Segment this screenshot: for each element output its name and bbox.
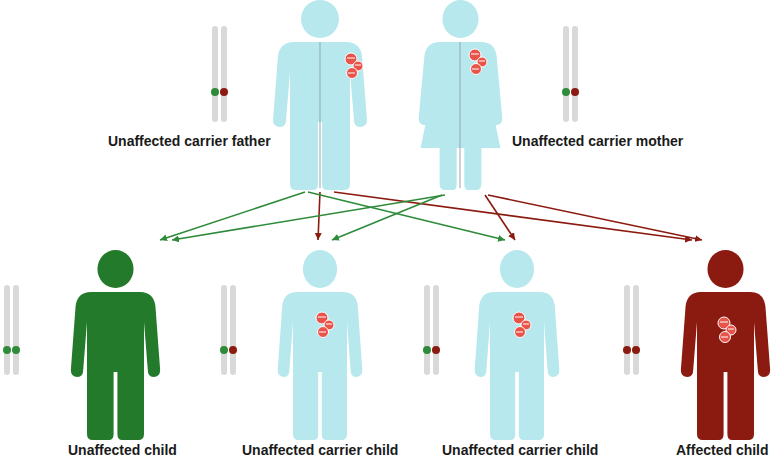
person-label: Unaffected carrier child [442,442,598,459]
person-node: Affected child [670,240,774,461]
chromosome-pair [562,26,579,122]
father-figure [273,0,367,190]
inheritance-arrow [488,195,702,240]
organ [345,53,363,79]
center-line [460,42,461,188]
person-node: Unaffected child [47,240,197,461]
chromosome-pair [3,285,20,375]
person-label: Affected child [676,442,769,459]
inheritance-arrow [485,195,515,240]
person-label: Unaffected child [68,442,177,459]
mother-figure [419,0,503,190]
inheritance-arrow [308,192,505,240]
organ [469,49,487,75]
inheritance-arrow [332,195,442,240]
inheritance-arrow [172,195,445,240]
organ [316,312,334,338]
child-figure [278,250,363,440]
organ [718,317,736,343]
person-label: Unaffected carrier mother [512,133,683,150]
child-figure [681,250,770,440]
chromosome-pair [220,285,237,375]
organ [513,312,531,338]
inheritance-arrow [334,192,692,240]
person-node: Unaffected carrier child [425,240,615,461]
center-line [320,42,321,188]
chromosome-pair [423,285,440,375]
chromosome-pair [623,285,640,375]
person-label: Unaffected carrier father [108,133,271,150]
person-node: Unaffected carrier mother [435,0,735,195]
person-node: Unaffected carrier father [100,0,375,192]
person-node: Unaffected carrier child [225,240,415,461]
child-figure [475,250,560,440]
person-label: Unaffected carrier child [242,442,398,459]
inheritance-arrow [160,192,305,240]
child-figure [71,250,160,440]
chromosome-pair [211,26,228,122]
